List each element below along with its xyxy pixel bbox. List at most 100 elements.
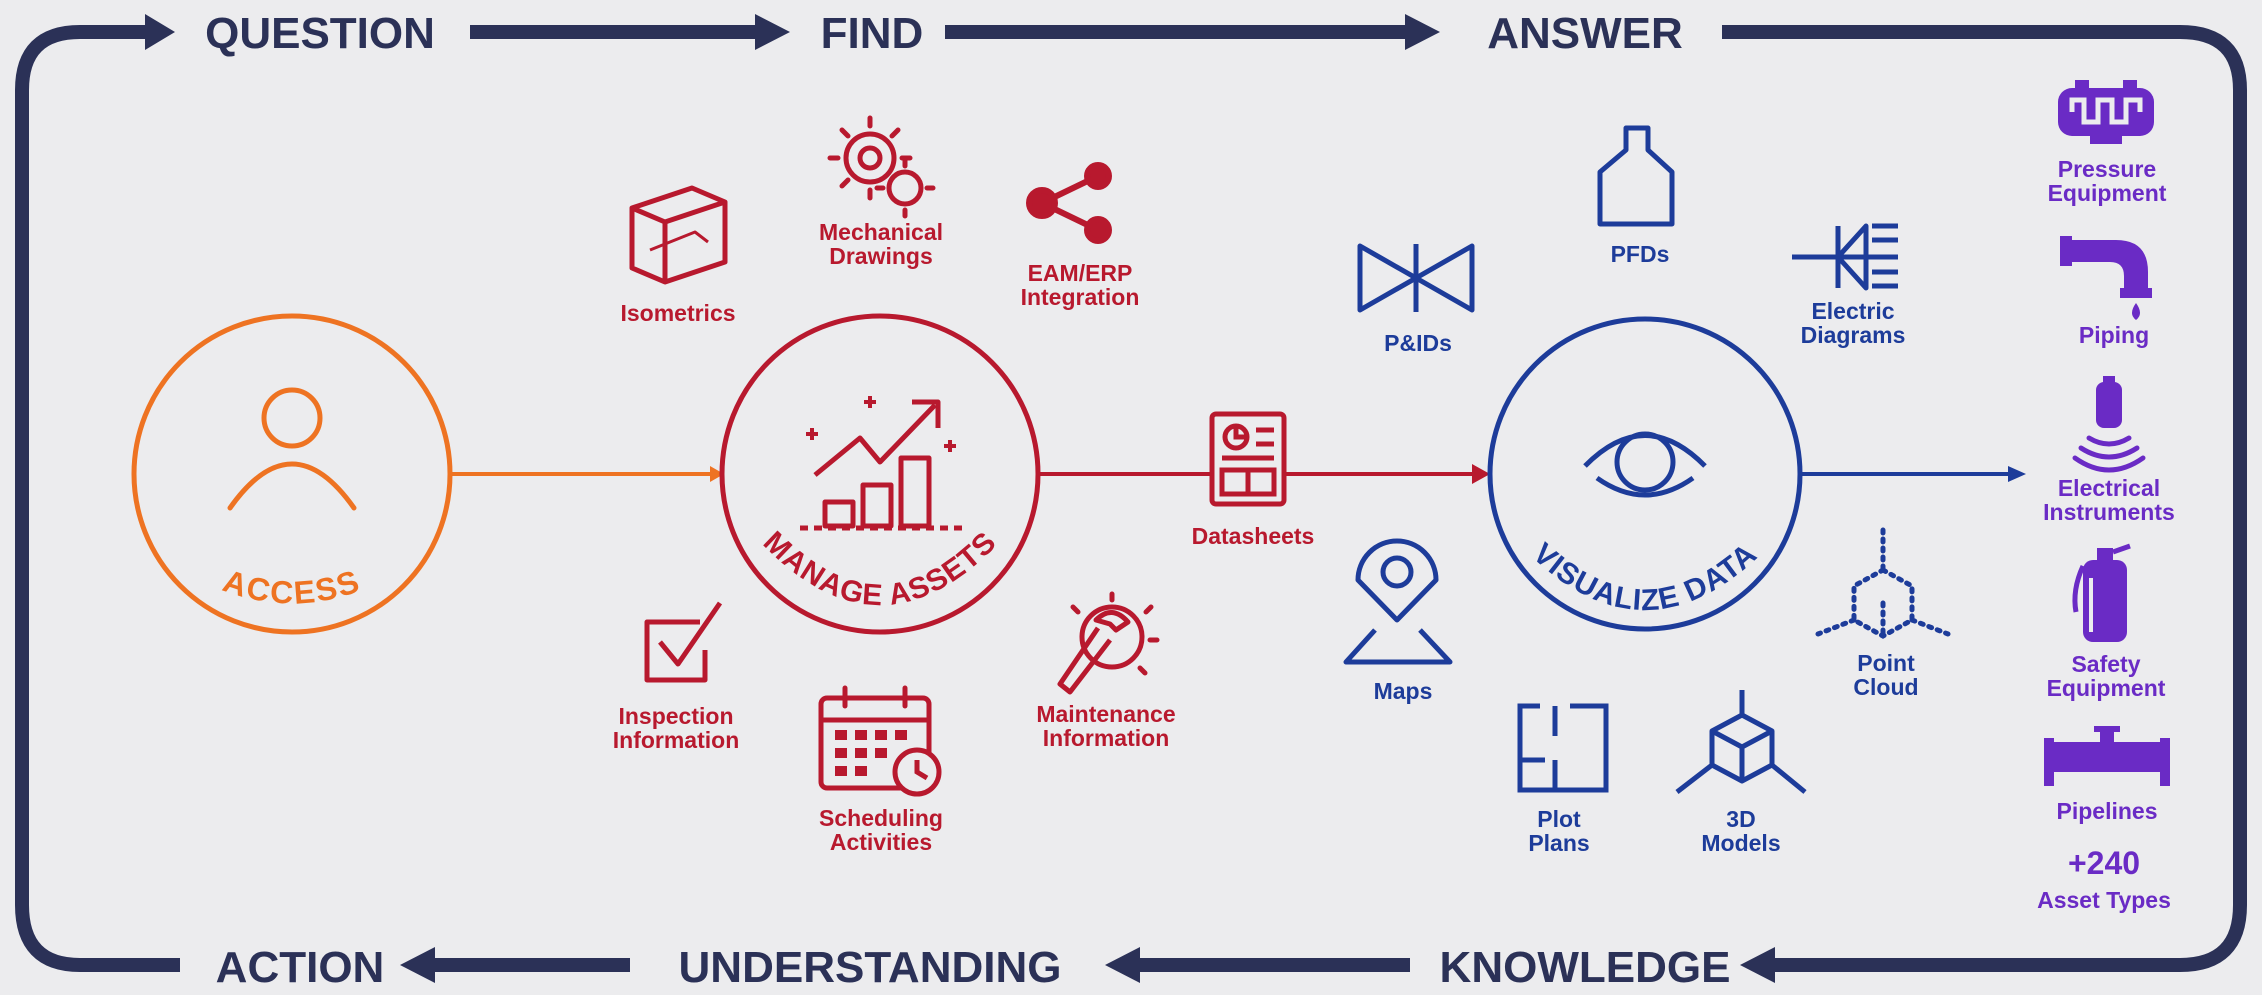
- user-icon: [227, 387, 357, 511]
- access-hub: ACCESS: [131, 313, 453, 635]
- flow-label-action: ACTION: [216, 943, 385, 992]
- pipeline-icon: [2044, 726, 2170, 786]
- asset-count-value: +240: [2068, 845, 2140, 881]
- plot-plans-label-2: Plans: [1528, 830, 1589, 856]
- cycle-left-path: [15, 25, 180, 972]
- pressure-equipment-label-2: Equipment: [2048, 180, 2167, 206]
- inspection-label-2: Information: [613, 727, 740, 753]
- floor-plan-icon: [1517, 703, 1609, 793]
- plot-plans-label-1: Plot: [1537, 806, 1581, 832]
- point-cloud-label-2: Cloud: [1853, 674, 1918, 700]
- growth-chart-icon: [800, 396, 968, 531]
- electric-diagrams-label-1: Electric: [1811, 298, 1894, 324]
- arrow-into-answer: [1405, 14, 1440, 50]
- flow-label-understanding: UNDERSTANDING: [679, 943, 1062, 992]
- cycle-right-path: [1722, 25, 2247, 972]
- pfds-item: PFDs: [1597, 125, 1675, 267]
- safety-equipment-label-2: Equipment: [2047, 675, 2166, 701]
- point-cloud-item: Point Cloud: [1815, 527, 1951, 700]
- access-label: ACCESS: [219, 562, 365, 610]
- eam-erp-label-2: Integration: [1021, 284, 1140, 310]
- visualize-to-assets-arrow: [2008, 466, 2026, 482]
- isometrics-item: Isometrics: [620, 185, 736, 326]
- manage-assets-label: MANAGE ASSETS: [757, 525, 1003, 612]
- point-cloud-label-1: Point: [1857, 650, 1915, 676]
- flow-label-question: QUESTION: [205, 9, 435, 58]
- eam-erp-item: EAM/ERP Integration: [1021, 162, 1140, 310]
- manage-to-visualize-arrow: [1472, 464, 1490, 484]
- wrench-gear-icon: [1057, 591, 1160, 695]
- pipe-icon: [2060, 236, 2152, 320]
- pfds-label-1: PFDs: [1611, 241, 1670, 267]
- maintenance-item: Maintenance Information: [1036, 591, 1176, 751]
- 3d-models-label-1: 3D: [1726, 806, 1755, 832]
- datasheets-label-1: Datasheets: [1192, 523, 1315, 549]
- fire-extinguisher-icon: [2072, 543, 2131, 642]
- safety-equipment-label-1: Safety: [2071, 651, 2140, 677]
- electrical-instruments-label-1: Electrical: [2058, 475, 2160, 501]
- arrow-into-action: [400, 947, 435, 983]
- maintenance-label-2: Information: [1043, 725, 1170, 751]
- arrow-into-understanding: [1105, 947, 1140, 983]
- isometric-cube-icon: [629, 185, 728, 285]
- manage-items: Isometrics Mechanical Drawings E: [613, 115, 1315, 855]
- scheduling-label-2: Activities: [830, 829, 932, 855]
- inspection-label-1: Inspection: [618, 703, 733, 729]
- map-pin-icon: [1343, 538, 1453, 665]
- mechanical-drawings-label-1: Mechanical: [819, 219, 943, 245]
- piping-item: Piping: [2060, 236, 2152, 348]
- pressure-equipment-label-1: Pressure: [2058, 156, 2156, 182]
- flow-label-find: FIND: [821, 9, 924, 58]
- scheduling-label-1: Scheduling: [819, 805, 943, 831]
- electrical-instruments-item: Electrical Instruments: [2043, 376, 2175, 525]
- maps-item: Maps: [1343, 538, 1453, 704]
- arrow-into-find: [755, 14, 790, 50]
- maps-label-1: Maps: [1374, 678, 1433, 704]
- manage-assets-circle: [719, 313, 1041, 635]
- asset-types-column: Pressure Equipment Piping Electrical: [2037, 80, 2175, 913]
- diode-icon: [1792, 223, 1898, 291]
- pids-item: P&IDs: [1357, 243, 1475, 356]
- piping-label-1: Piping: [2079, 322, 2149, 348]
- access-circle: [131, 313, 453, 635]
- eam-erp-label-1: EAM/ERP: [1028, 260, 1133, 286]
- checkbox-icon: [644, 601, 723, 683]
- isometrics-label-1: Isometrics: [620, 300, 735, 326]
- electrical-instruments-label-2: Instruments: [2043, 499, 2175, 525]
- 3d-models-label-2: Models: [1701, 830, 1780, 856]
- asset-count-label: Asset Types: [2037, 887, 2171, 913]
- point-cloud-icon: [1815, 527, 1951, 639]
- scheduling-item: Scheduling Activities: [818, 685, 943, 855]
- cycle-frame: [15, 25, 2247, 972]
- asset-count-item: +240 Asset Types: [2037, 845, 2171, 913]
- visualize-items: P&IDs PFDs Electric Diagrams: [1343, 125, 1951, 856]
- flow-label-knowledge: KNOWLEDGE: [1440, 943, 1731, 992]
- pressure-equipment-item: Pressure Equipment: [2048, 80, 2167, 206]
- mechanical-drawings-item: Mechanical Drawings: [819, 115, 943, 269]
- tank-icon: [1597, 125, 1675, 227]
- sensor-icon: [2072, 376, 2146, 473]
- flow-labels: QUESTION FIND ANSWER ACTION UNDERSTANDIN…: [205, 9, 1730, 992]
- cube-3d-icon: [1675, 690, 1807, 794]
- valve-icon: [1357, 243, 1475, 313]
- flow-label-answer: ANSWER: [1487, 9, 1683, 58]
- eye-icon: [1583, 431, 1707, 498]
- visualize-data-hub: VISUALIZE DATA: [1487, 316, 1803, 632]
- 3d-models-item: 3D Models: [1675, 690, 1807, 856]
- cycle-arrowheads: [145, 14, 1775, 983]
- pipelines-label-1: Pipelines: [2057, 798, 2158, 824]
- share-icon: [1026, 162, 1112, 244]
- electric-diagrams-label-2: Diagrams: [1801, 322, 1906, 348]
- safety-equipment-item: Safety Equipment: [2047, 543, 2166, 701]
- electric-diagrams-item: Electric Diagrams: [1792, 223, 1906, 348]
- arrow-into-knowledge: [1740, 947, 1775, 983]
- pressure-vessel-icon: [2058, 80, 2154, 144]
- maintenance-label-1: Maintenance: [1036, 701, 1175, 727]
- pids-label-1: P&IDs: [1384, 330, 1452, 356]
- mechanical-drawings-label-2: Drawings: [829, 243, 933, 269]
- arrow-into-question: [145, 14, 175, 50]
- inspection-item: Inspection Information: [613, 601, 740, 753]
- manage-assets-hub: MANAGE ASSETS: [719, 313, 1041, 635]
- pipelines-item: Pipelines: [2044, 726, 2170, 824]
